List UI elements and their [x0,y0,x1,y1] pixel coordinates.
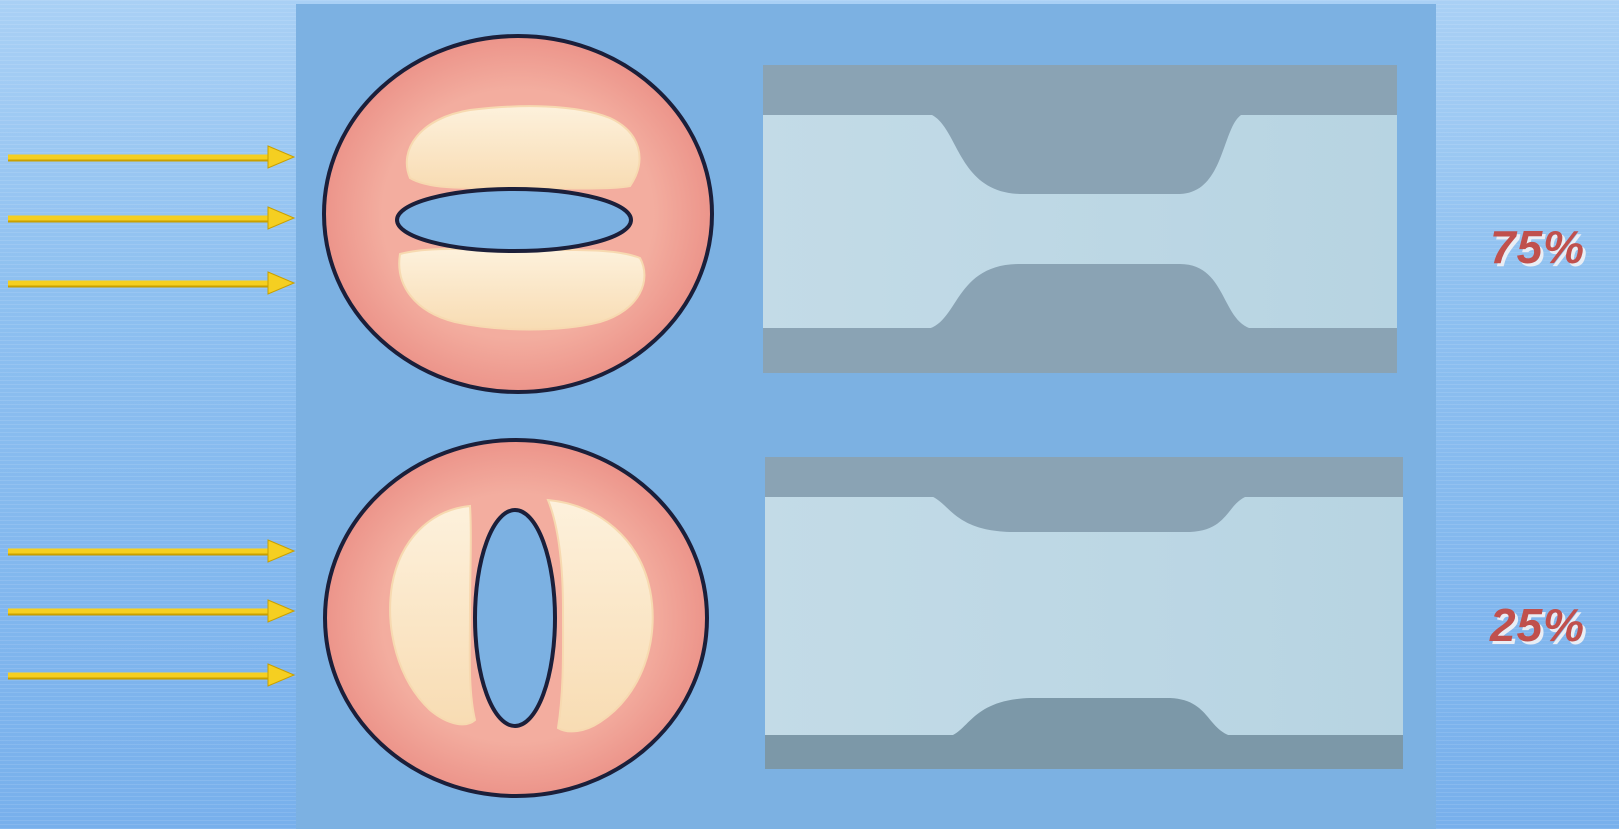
arrow-3 [8,272,294,294]
lumen-top [397,189,631,251]
artery-cross-section-top [324,36,712,392]
arrow-group-top [8,146,294,294]
arrow-4 [8,540,294,562]
stenosis-75-label: 75% [1490,220,1585,274]
arrow-6 [8,664,294,686]
arrow-2 [8,207,294,229]
artery-cross-section-bottom [325,440,707,796]
lumen-bottom [475,510,555,726]
angiogram-bottom [765,457,1403,769]
plaque-upper [407,106,640,188]
arrow-group-bottom [8,540,294,686]
arrow-5 [8,600,294,622]
angiogram-top [763,65,1397,373]
arrow-1 [8,146,294,168]
stenosis-25-label: 25% [1490,598,1585,652]
